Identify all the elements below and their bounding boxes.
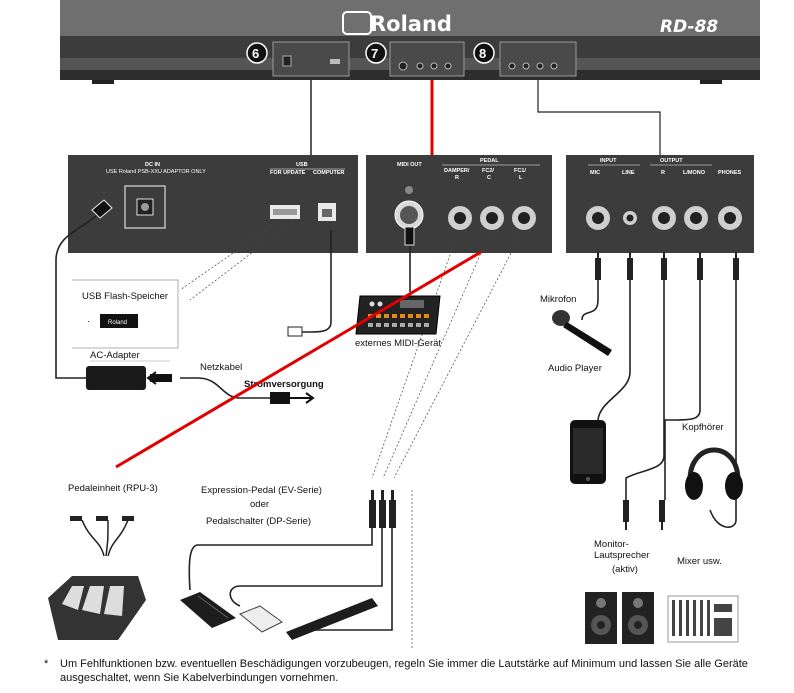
audio-player-label: Audio Player xyxy=(548,363,602,374)
callout-7: 7 xyxy=(371,46,378,61)
for-update-label: FOR UPDATE xyxy=(270,170,306,176)
midi-out-label: MIDI OUT xyxy=(397,162,422,168)
pedal-switch-label: Pedalschalter (DP-Serie) xyxy=(206,516,311,527)
microphone: Mikrofon xyxy=(540,294,612,356)
red-strike-line xyxy=(115,250,482,469)
mikrofon-label: Mikrofon xyxy=(540,294,576,305)
output-r-cable xyxy=(625,280,665,500)
usb-label: USB xyxy=(296,162,308,168)
external-midi-device xyxy=(355,295,441,335)
panel-audio-io: INPUT OUTPUT MIC LINE R L/MONO PHONES xyxy=(566,155,754,253)
leader-line-8 xyxy=(537,80,661,155)
model-name: RD-88 xyxy=(660,17,718,37)
phones-label: PHONES xyxy=(718,170,742,176)
headphones: Kopfhörer xyxy=(682,422,743,500)
panel-midi-pedal: MIDI OUT PEDAL DAMPER/ R FC2/ C FC1/ L xyxy=(366,155,552,253)
usb-stick-brand: Roland xyxy=(108,320,127,326)
dc-cable xyxy=(55,215,97,379)
smartphone xyxy=(570,420,606,484)
usb-flash-memory: USB Flash-Speicher Roland · xyxy=(72,279,179,349)
fc2-label: FC2/ xyxy=(482,168,494,174)
usb-flash-label: USB Flash-Speicher xyxy=(82,291,168,302)
svg-text:·: · xyxy=(87,316,90,327)
brand-logo: Roland xyxy=(370,12,452,36)
netzkabel-label: Netzkabel xyxy=(200,362,242,373)
svg-text:Monitor-: Monitor- xyxy=(594,539,629,550)
svg-text:L: L xyxy=(519,175,523,181)
footnote-marker: * xyxy=(44,658,49,670)
mic-cable xyxy=(581,280,599,321)
ac-adapter: AC-Adapter xyxy=(86,350,172,390)
keyboard-rear: Roland RD-88 6 7 8 xyxy=(60,0,760,84)
callout-8: 8 xyxy=(479,46,486,61)
ac-adapter-label: AC-Adapter xyxy=(90,350,140,361)
audio-plugs xyxy=(595,252,739,530)
damper-label: DAMPER/ xyxy=(444,168,470,174)
usb-computer-plug xyxy=(287,326,303,337)
usb-computer-cable xyxy=(300,230,332,333)
svg-text:R: R xyxy=(455,175,459,181)
kopfhoerer-label: Kopfhörer xyxy=(682,422,724,433)
pedal-plugs xyxy=(369,490,396,528)
stromversorgung-label: Stromversorgung xyxy=(244,379,324,390)
pedal-unit-label: Pedaleinheit (RPU-3) xyxy=(68,483,158,494)
pedal-unit-rpu3: Pedaleinheit (RPU-3) xyxy=(48,483,158,640)
panel-power-usb: DC IN USE Roland PSB-XXU ADAPTOR ONLY US… xyxy=(68,155,358,253)
footnote: * Um Fehlfunktionen bzw. eventuellen Bes… xyxy=(44,657,784,685)
external-midi-label: externes MIDI-Gerät xyxy=(355,338,441,349)
phones-cable xyxy=(709,280,737,528)
output-l-cable xyxy=(664,280,701,500)
power-cord xyxy=(180,377,272,399)
line-label: LINE xyxy=(622,170,635,176)
mixer-label: Mixer usw. xyxy=(677,556,722,567)
mixer: Mixer usw. xyxy=(667,556,739,643)
expression-pedal-group: Expression-Pedal (EV-Serie) oder Pedalsc… xyxy=(180,485,378,640)
input-label: INPUT xyxy=(600,158,617,164)
power-plug xyxy=(270,392,315,404)
svg-text:C: C xyxy=(487,175,491,181)
pedal-label: PEDAL xyxy=(480,158,499,164)
svg-text:(aktiv): (aktiv) xyxy=(612,564,638,575)
footnote-text: Um Fehlfunktionen bzw. eventuellen Besch… xyxy=(60,658,748,684)
pedal-cable-2 xyxy=(229,528,383,607)
l-mono-label: L/MONO xyxy=(683,170,706,176)
monitor-speakers: Monitor- Lautsprecher (aktiv) xyxy=(585,539,654,644)
oder-label: oder xyxy=(250,499,269,510)
svg-text:Lautsprecher: Lautsprecher xyxy=(594,550,649,561)
expression-pedal-label: Expression-Pedal (EV-Serie) xyxy=(201,485,322,496)
pedal-cable-3 xyxy=(188,528,373,591)
mic-label: MIC xyxy=(590,170,600,176)
output-label: OUTPUT xyxy=(660,158,683,164)
computer-label: COMPUTER xyxy=(313,170,345,176)
dc-in-label: DC IN xyxy=(145,162,160,168)
dc-note-label: USE Roland PSB-XXU ADAPTOR ONLY xyxy=(106,169,206,175)
fc1-label: FC1/ xyxy=(514,168,526,174)
line-cable xyxy=(597,280,631,421)
callout-6: 6 xyxy=(252,46,259,61)
r-label: R xyxy=(661,170,665,176)
pedal-cable-1 xyxy=(300,528,393,631)
